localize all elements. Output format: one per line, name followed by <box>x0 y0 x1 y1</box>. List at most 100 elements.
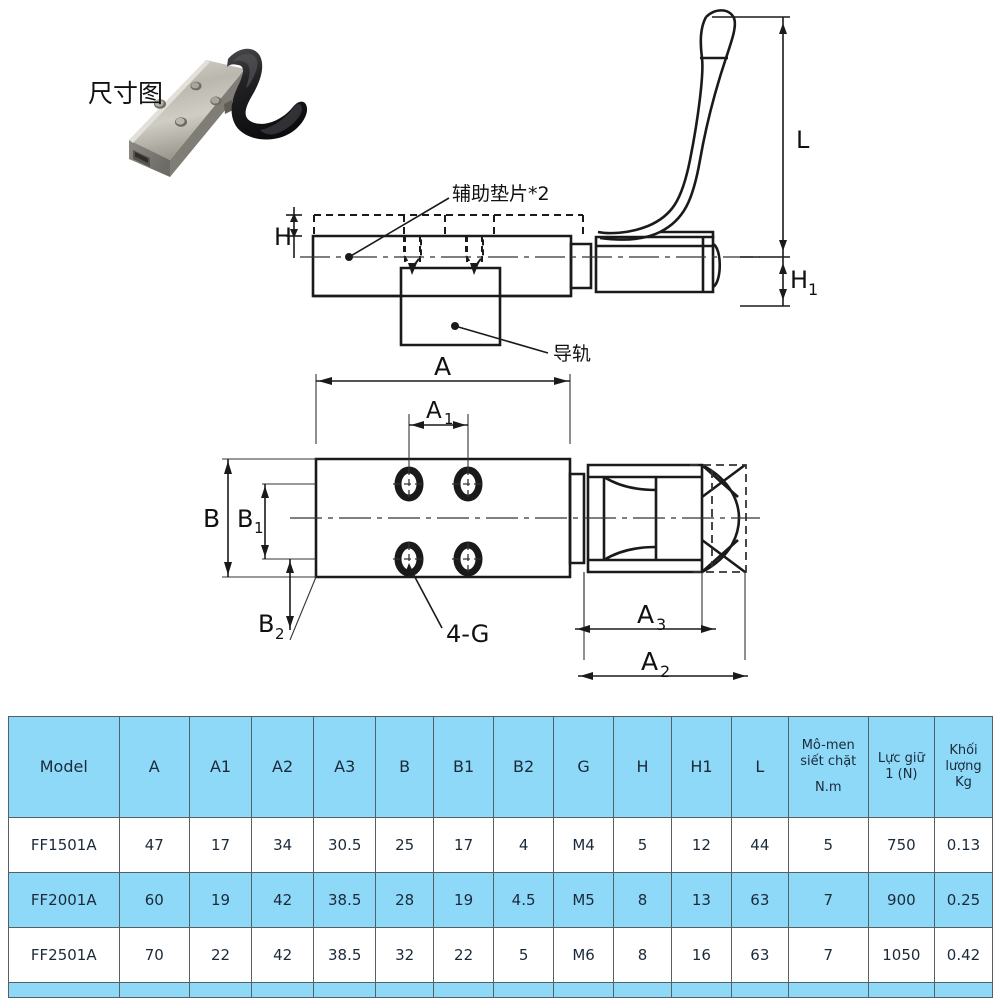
svg-text:B: B <box>237 505 253 533</box>
shim-dashed-outline <box>313 214 584 236</box>
cell-b1: 22 <box>433 927 495 983</box>
svg-text:B: B <box>258 610 274 638</box>
table-header-row: Model A A1 A2 A3 B B1 B2 G H H1 L Mô-men… <box>8 716 993 818</box>
weight-label-line2: lượng <box>945 758 982 774</box>
column-header-weight: Khối lượng Kg <box>934 716 993 818</box>
callout-leader-shim <box>348 197 450 258</box>
hole-center-marks <box>393 468 484 575</box>
cell-h: 8 <box>613 927 672 983</box>
column-header-a: A <box>118 716 190 818</box>
svg-text:2: 2 <box>660 662 670 681</box>
mounting-holes <box>394 466 483 577</box>
cell-a: 70 <box>118 927 190 983</box>
force-label-line1: Lực giữ <box>877 750 925 766</box>
specification-table: Model A A1 A2 A3 B B1 B2 G H H1 L Mô-men… <box>8 716 993 998</box>
cell-a2: 34 <box>251 817 315 873</box>
cell-h1: 13 <box>670 872 732 928</box>
cell-b1: 17 <box>433 817 495 873</box>
lever-handle <box>227 48 308 140</box>
cell-h: 8 <box>613 872 672 928</box>
cell-g: M6 <box>553 927 615 983</box>
dimension-label-H: H <box>274 223 292 251</box>
column-header-a1: A1 <box>188 716 253 818</box>
product-photo <box>129 48 308 177</box>
svg-text:A: A <box>641 647 658 676</box>
column-header-b: B <box>375 716 435 818</box>
force-label-line2: 1 (N) <box>885 767 918 782</box>
dimension-label-A2: A 2 <box>641 647 670 681</box>
dimension-label-B1: B 1 <box>237 505 264 537</box>
extension-lines <box>222 374 746 660</box>
cell-weight: 0.42 <box>934 927 993 983</box>
cell-holding-force: 750 <box>867 817 936 873</box>
torque-label-line1: Mô-men <box>801 738 855 754</box>
cell-b1: 19 <box>433 872 495 928</box>
callout-leader-holes <box>408 565 443 629</box>
dimension-label-L: L <box>796 126 810 154</box>
column-header-holding-force: Lực giữ 1 (N) <box>867 716 936 818</box>
svg-text:1: 1 <box>254 519 264 537</box>
cell-a2: 42 <box>251 927 315 983</box>
cell-h: 5 <box>613 817 672 873</box>
cell-l: 63 <box>730 927 789 983</box>
column-header-l: L <box>730 716 789 818</box>
cell-l: 44 <box>730 817 789 873</box>
dimension-L <box>712 16 790 258</box>
shim-arrows <box>404 236 483 262</box>
cell-weight: 0.25 <box>934 872 993 928</box>
cell-b2: 4.5 <box>493 872 555 928</box>
technical-drawing: 辅助垫片*2 导轨 4-G L H H 1 A A 1 A 2 A 3 B <box>203 9 818 681</box>
column-header-g: G <box>553 716 615 818</box>
svg-text:1: 1 <box>444 410 454 428</box>
drawing-title-label: 尺寸图 <box>88 79 164 108</box>
callout-label-rail: 导轨 <box>553 343 591 365</box>
cell-b: 32 <box>375 927 435 983</box>
column-header-model: Model <box>8 716 120 818</box>
cell-h1: 12 <box>670 817 732 873</box>
column-header-h: H <box>613 716 672 818</box>
table-row: FF2501A 70 22 42 38.5 32 22 5 M6 8 16 63… <box>8 927 993 983</box>
cell-torque: 7 <box>787 872 869 928</box>
cell-a1: 17 <box>188 817 253 873</box>
cell-model: FF2501A <box>8 927 120 983</box>
dimension-label-B: B <box>203 504 220 533</box>
cell-b: 25 <box>375 817 435 873</box>
svg-text:3: 3 <box>656 615 666 634</box>
svg-text:H: H <box>790 266 808 294</box>
dimension-H1 <box>740 257 790 307</box>
dimension-label-H1: H 1 <box>790 266 818 299</box>
cell-b2: 5 <box>493 927 555 983</box>
table-row-truncated <box>8 982 993 998</box>
cell-a3: 38.5 <box>313 872 377 928</box>
column-header-b1: B1 <box>433 716 495 818</box>
column-header-torque: Mô-men siết chặt N.m <box>787 716 869 818</box>
cell-holding-force: 900 <box>867 872 936 928</box>
dimension-label-A3: A 3 <box>637 600 666 634</box>
torque-label-line2: siết chặt <box>800 754 857 770</box>
cell-g: M4 <box>553 817 615 873</box>
clamp-body <box>129 60 245 177</box>
cell-a1: 22 <box>188 927 253 983</box>
cell-a1: 19 <box>188 872 253 928</box>
cell-model: FF2001A <box>8 872 120 928</box>
cell-a: 47 <box>118 817 190 873</box>
table-row: FF1501A 47 17 34 30.5 25 17 4 M4 5 12 44… <box>8 817 993 873</box>
cell-g: M5 <box>553 872 615 928</box>
cell-l: 63 <box>730 872 789 928</box>
dimension-label-B2: B 2 <box>258 610 285 643</box>
callout-label-holes: 4-G <box>446 620 489 648</box>
svg-text:2: 2 <box>275 625 285 643</box>
table-row: FF2001A 60 19 42 38.5 28 19 4.5 M5 8 13 … <box>8 872 993 928</box>
column-header-h1: H1 <box>670 716 732 818</box>
weight-label-line3: Kg <box>955 775 972 791</box>
dimension-label-A1: A 1 <box>426 398 454 428</box>
cell-weight: 0.13 <box>934 817 993 873</box>
cell-b2: 4 <box>493 817 555 873</box>
dimension-label-A: A <box>434 352 451 381</box>
cell-holding-force: 1050 <box>867 927 936 983</box>
cell-a: 60 <box>118 872 190 928</box>
svg-text:1: 1 <box>808 280 818 299</box>
column-header-b2: B2 <box>493 716 555 818</box>
side-view <box>311 9 737 347</box>
